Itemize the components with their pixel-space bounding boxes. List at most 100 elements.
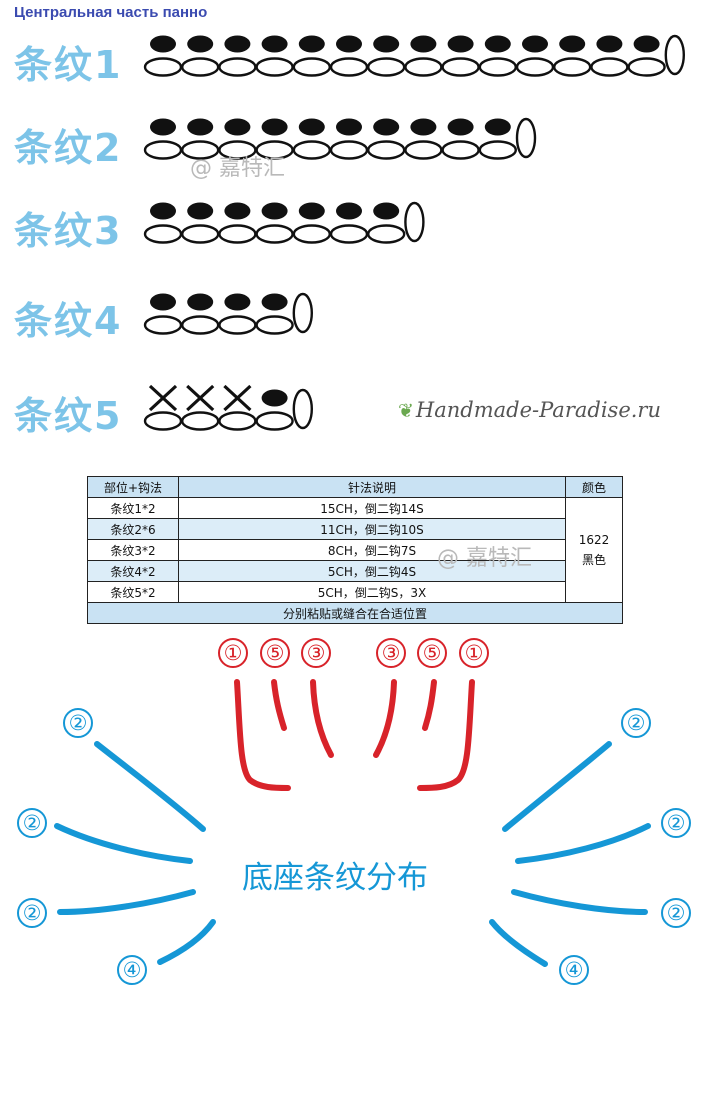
blue-strip-left-3 — [57, 889, 196, 915]
single-crochet-dot — [261, 35, 288, 53]
row-label-2: 条纹2 — [14, 126, 123, 170]
single-crochet-dot — [187, 202, 214, 220]
single-crochet-dot — [559, 35, 586, 53]
header-color: 颜色 — [565, 476, 623, 498]
stitch-rows-diagram — [143, 34, 685, 431]
single-crochet-dot — [447, 118, 474, 136]
leaf-icon: ❦ — [398, 400, 414, 422]
strip-distribution-diagram — [54, 679, 651, 967]
single-crochet-dot — [373, 118, 400, 136]
row-part: 条纹3*2 — [87, 539, 179, 561]
red-strip-5-left — [271, 679, 287, 731]
blue-strip-right-2 — [515, 823, 651, 864]
single-crochet-dot — [447, 35, 474, 53]
chain-stitch — [441, 57, 480, 77]
single-crochet-dot — [224, 35, 251, 53]
single-crochet-dot — [373, 202, 400, 220]
chain-stitch — [180, 315, 220, 335]
chain-stitch — [218, 315, 257, 335]
row-label-1: 条纹1 — [14, 43, 123, 87]
chain-stitch — [143, 57, 183, 77]
blue-strip-right-3 — [511, 889, 648, 915]
blue-strip-left-4 — [157, 919, 216, 965]
blue-number-right-3: ② — [661, 898, 691, 928]
chain-stitch — [143, 411, 183, 431]
red-strip-1-right — [417, 679, 475, 791]
chain-stitch — [441, 140, 480, 160]
chain-stitch — [255, 224, 294, 244]
chain-stitch — [255, 411, 294, 431]
single-crochet-dot — [633, 35, 660, 53]
chain-stitch — [218, 140, 257, 160]
row-label-4: 条纹4 — [14, 299, 123, 343]
blue-number-left-1: ② — [63, 708, 93, 738]
chain-stitch — [180, 57, 220, 77]
page-title: Центральная часть панно — [14, 4, 208, 21]
turning-chain-stitch — [292, 388, 313, 430]
chain-stitch — [329, 140, 369, 160]
chain-stitch — [478, 140, 517, 160]
turning-chain-stitch — [292, 292, 313, 334]
chain-stitch — [218, 57, 257, 77]
row-desc: 5CH，倒二钩S，3X — [178, 581, 566, 603]
chain-stitch — [180, 224, 220, 244]
single-crochet-dot — [150, 293, 176, 311]
chain-stitch — [515, 57, 555, 77]
turning-chain-stitch — [515, 117, 537, 159]
chain-stitch — [143, 140, 183, 160]
red-number-5: ⑤ — [417, 638, 447, 668]
single-crochet-dot — [187, 293, 214, 311]
blue-strip-left-1 — [94, 741, 206, 832]
blue-number-left-3: ② — [17, 898, 47, 928]
table-row: 条纹3*2 8CH，倒二钩7S — [87, 539, 623, 561]
slip-stitch-mark — [148, 384, 178, 412]
row-part: 条纹5*2 — [87, 581, 179, 603]
single-crochet-dot — [522, 35, 548, 53]
blue-number-right-1: ② — [621, 708, 651, 738]
chain-stitch — [329, 57, 369, 77]
red-number-2: ⑤ — [260, 638, 290, 668]
single-crochet-dot — [373, 35, 400, 53]
single-crochet-dot — [410, 118, 437, 136]
slip-stitch-mark — [223, 384, 252, 412]
single-crochet-dot — [484, 118, 511, 136]
chain-stitch — [627, 57, 666, 77]
chain-stitch — [590, 57, 629, 77]
table-footer: 分别粘贴或缝合在合适位置 — [87, 602, 623, 624]
watermark-table: @ 嘉特汇 — [437, 546, 532, 571]
single-crochet-dot — [261, 389, 288, 407]
chain-stitch — [404, 57, 443, 77]
color-name: 黑色 — [581, 553, 606, 567]
chain-stitch — [367, 57, 406, 77]
chain-stitch — [255, 315, 294, 335]
chain-stitch — [367, 224, 406, 244]
site-name: Handmade-Paradise.ru — [415, 398, 661, 422]
red-strip-5-right — [422, 679, 437, 731]
red-number-1: ① — [218, 638, 248, 668]
chain-stitch — [180, 411, 220, 431]
chain-stitch — [478, 57, 517, 77]
chain-stitch — [143, 224, 183, 244]
blue-strip-left-2 — [54, 823, 193, 864]
color-cell: 1622 黑色 — [565, 497, 623, 603]
table-row: 条纹5*2 5CH，倒二钩S，3X — [87, 581, 623, 603]
single-crochet-dot — [336, 35, 362, 53]
table-row: 条纹2*6 11CH，倒二钩10S — [87, 518, 623, 540]
watermark-top: @ 嘉特汇 — [190, 156, 285, 181]
row-part: 条纹2*6 — [87, 518, 179, 540]
slip-stitch-mark — [186, 384, 215, 412]
row-label-3: 条纹3 — [14, 209, 123, 253]
red-number-3: ③ — [301, 638, 331, 668]
single-crochet-dot — [336, 202, 362, 220]
turning-chain-stitch — [664, 34, 685, 76]
table-row: 条纹1*2 15CH，倒二钩14S 1622 黑色 — [87, 497, 623, 603]
turning-chain-stitch — [404, 201, 425, 243]
single-crochet-dot — [150, 118, 176, 136]
red-number-6: ① — [459, 638, 489, 668]
single-crochet-dot — [298, 118, 325, 136]
blue-number-right-4: ④ — [559, 955, 589, 985]
blue-strip-right-4 — [489, 919, 548, 967]
row-label-5: 条纹5 — [14, 394, 123, 438]
chain-stitch — [404, 140, 443, 160]
table-footer-row: 分别粘贴或缝合在合适位置 — [87, 602, 623, 624]
